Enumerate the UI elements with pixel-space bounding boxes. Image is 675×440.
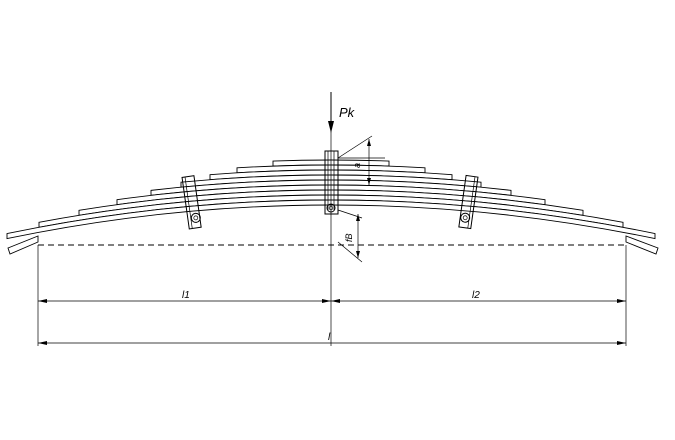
load-label: Pk — [339, 105, 356, 120]
deflection-marker-top — [337, 135, 385, 185]
deflection-marker-bottom — [337, 209, 363, 263]
main-leaf-end-right — [625, 235, 659, 255]
spring-leaf — [6, 199, 656, 240]
dimension-l1-label: l1 — [182, 290, 190, 301]
dimension-total — [38, 341, 626, 345]
load-arrow — [328, 92, 334, 133]
deflection-label-bottom: fB — [344, 233, 354, 242]
center-clamp — [324, 150, 339, 215]
spring-leaf-stack — [6, 159, 659, 255]
dimension-l2 — [331, 299, 626, 303]
dimension-l1 — [38, 299, 331, 303]
dimension-total-label: l — [328, 332, 331, 343]
rebound-clip-right — [458, 174, 479, 230]
deflection-label-top: a — [352, 163, 362, 168]
dimension-l2-label: l2 — [472, 290, 480, 301]
rebound-clip-left — [181, 175, 202, 230]
main-leaf-end-left — [7, 235, 39, 255]
